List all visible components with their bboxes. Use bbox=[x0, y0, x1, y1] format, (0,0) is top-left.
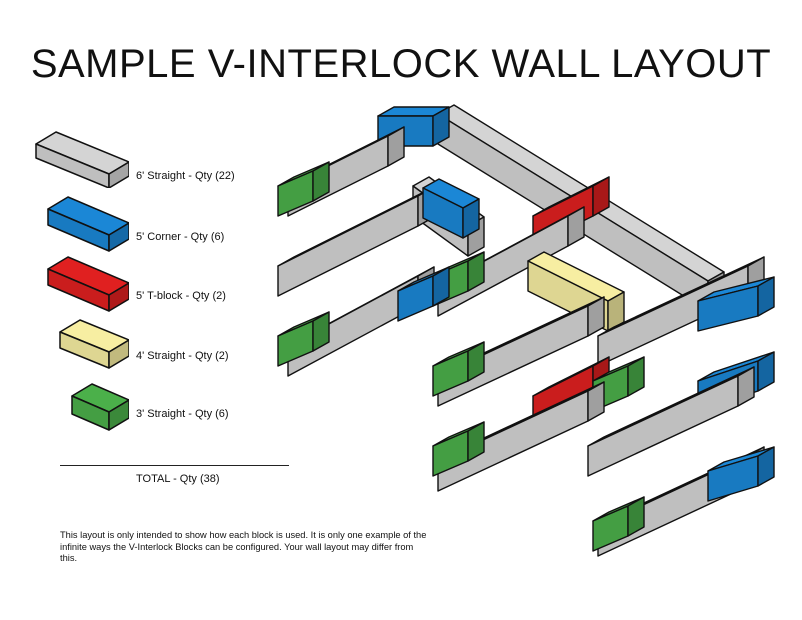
corner-block bbox=[707, 446, 775, 502]
legend-label-corner-5: 5' Corner - Qty (6) bbox=[136, 231, 225, 243]
wall-layout-diagram bbox=[277, 104, 775, 557]
page-title: SAMPLE V-INTERLOCK WALL LAYOUT bbox=[30, 42, 772, 86]
end-block bbox=[277, 311, 330, 367]
end-block bbox=[432, 421, 485, 477]
legend-label-straight-3: 3' Straight - Qty (6) bbox=[136, 408, 229, 420]
total-label: TOTAL - Qty (38) bbox=[136, 473, 220, 485]
t-block-5-icon bbox=[47, 256, 129, 312]
total-divider bbox=[60, 465, 289, 466]
footnote: This layout is only intended to show how… bbox=[60, 530, 427, 563]
end-block bbox=[432, 341, 485, 397]
corner-5-block-icon bbox=[47, 196, 129, 252]
straight-3-block-icon bbox=[71, 383, 129, 431]
corner-block bbox=[422, 178, 480, 239]
wall-lower-right bbox=[587, 366, 755, 477]
legend-label-straight-6: 6' Straight - Qty (22) bbox=[136, 170, 235, 182]
wall-right-long bbox=[597, 256, 765, 367]
straight-4-block-icon bbox=[59, 319, 129, 369]
end-block bbox=[277, 161, 330, 217]
end-block bbox=[592, 496, 645, 552]
legend-label-straight-4: 4' Straight - Qty (2) bbox=[136, 350, 229, 362]
corner-block bbox=[697, 276, 775, 332]
legend-label-t-block-5: 5' T-block - Qty (2) bbox=[136, 290, 226, 302]
straight-6-block-icon bbox=[35, 131, 129, 188]
corner-block bbox=[397, 266, 450, 322]
